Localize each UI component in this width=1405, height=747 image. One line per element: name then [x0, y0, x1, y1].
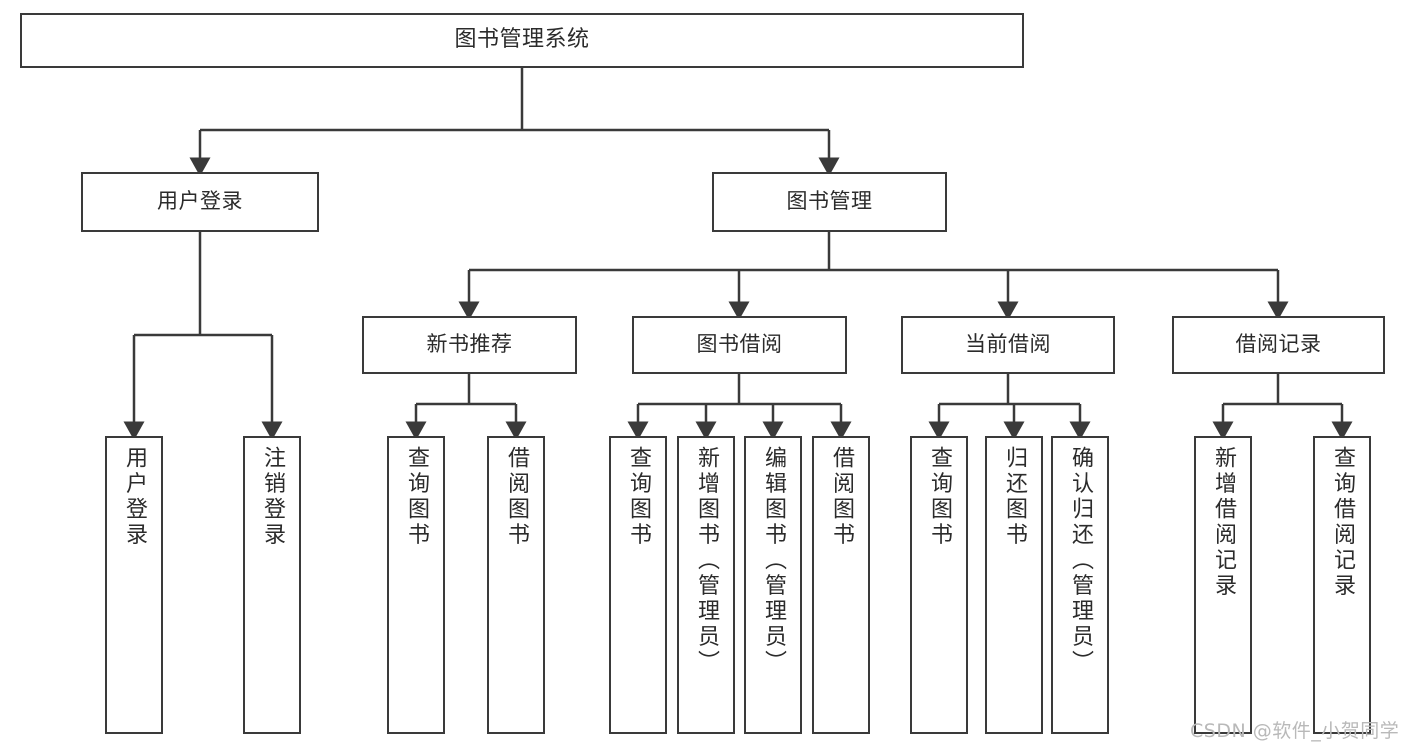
- node-label: 注销登录: [260, 446, 285, 548]
- node-label: 用户登录: [122, 446, 147, 548]
- node-leaf-borrow-book-2[interactable]: 借阅图书: [812, 436, 870, 734]
- node-leaf-add-record[interactable]: 新增借阅记录: [1194, 436, 1252, 734]
- node-new-book-rec[interactable]: 新书推荐: [362, 316, 577, 374]
- node-root[interactable]: 图书管理系统: [20, 13, 1024, 68]
- node-label: 查询图书: [927, 446, 952, 548]
- node-leaf-borrow-book-1[interactable]: 借阅图书: [487, 436, 545, 734]
- node-label: 图书管理系统: [454, 27, 590, 53]
- node-label: 归还图书: [1002, 446, 1027, 548]
- node-leaf-user-logout[interactable]: 注销登录: [243, 436, 301, 734]
- node-leaf-user-login[interactable]: 用户登录: [105, 436, 163, 734]
- node-label: 新书推荐: [426, 332, 513, 357]
- node-leaf-query-book-1[interactable]: 查询图书: [387, 436, 445, 734]
- node-leaf-edit-book[interactable]: 编辑图书（管理员）: [744, 436, 802, 734]
- node-label: 借阅图书: [829, 446, 854, 548]
- node-leaf-add-book[interactable]: 新增图书（管理员）: [677, 436, 735, 734]
- node-label: 查询图书: [404, 446, 429, 548]
- node-label: 编辑图书（管理员）: [761, 446, 786, 676]
- node-leaf-confirm-return[interactable]: 确认归还（管理员）: [1051, 436, 1109, 734]
- node-book-manage[interactable]: 图书管理: [712, 172, 947, 232]
- node-user-login[interactable]: 用户登录: [81, 172, 319, 232]
- node-leaf-query-book-3[interactable]: 查询图书: [910, 436, 968, 734]
- csdn-watermark: CSDN @软件_小贺同学: [1190, 720, 1400, 742]
- node-label: 新增图书（管理员）: [694, 446, 719, 676]
- node-label: 新增借阅记录: [1211, 446, 1236, 599]
- node-label: 查询图书: [626, 446, 651, 548]
- node-label: 借阅图书: [504, 446, 529, 548]
- node-label: 图书借阅: [696, 332, 783, 357]
- node-label: 确认归还（管理员）: [1068, 446, 1093, 676]
- node-book-borrow[interactable]: 图书借阅: [632, 316, 847, 374]
- node-label: 借阅记录: [1235, 332, 1322, 357]
- node-current-borrow[interactable]: 当前借阅: [901, 316, 1115, 374]
- node-label: 用户登录: [157, 189, 243, 214]
- node-label: 查询借阅记录: [1330, 446, 1355, 599]
- node-label: 图书管理: [786, 189, 873, 214]
- node-leaf-return-book[interactable]: 归还图书: [985, 436, 1043, 734]
- node-borrow-record[interactable]: 借阅记录: [1172, 316, 1385, 374]
- node-label: 当前借阅: [965, 332, 1051, 357]
- node-leaf-query-record[interactable]: 查询借阅记录: [1313, 436, 1371, 734]
- node-leaf-query-book-2[interactable]: 查询图书: [609, 436, 667, 734]
